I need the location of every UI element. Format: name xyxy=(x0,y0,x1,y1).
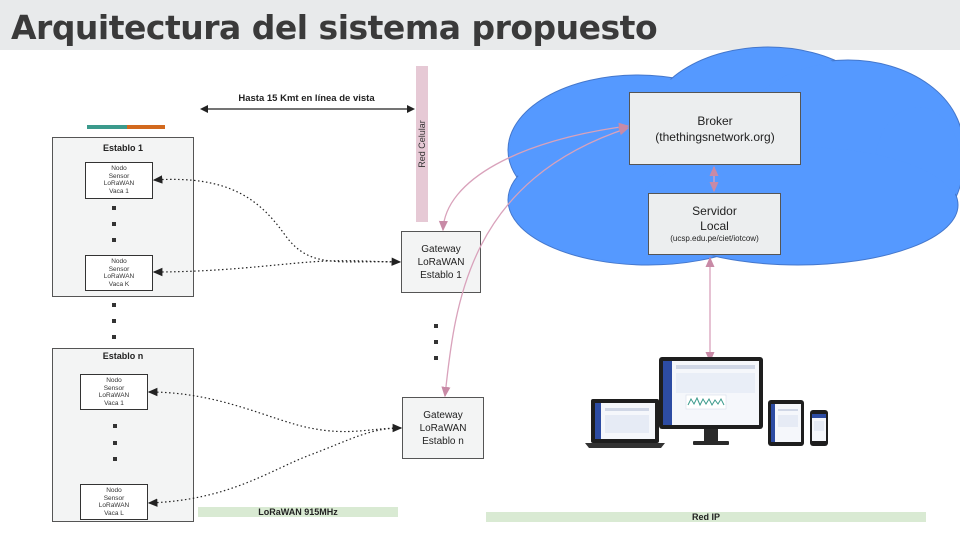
dot xyxy=(112,303,116,307)
page-title: Arquitectura del sistema propuesto xyxy=(11,8,658,47)
node-line: Nodo xyxy=(111,165,127,172)
color-bar-orange xyxy=(127,125,165,129)
node-line: Sensor xyxy=(103,384,125,392)
dot xyxy=(113,457,117,461)
title-bar xyxy=(0,0,960,50)
servidor-box[interactable]: Servidor Local (ucsp.edu.pe/ciet/iotcow) xyxy=(648,193,781,255)
node-establon-vaca1[interactable]: Nodo Sensor LoRaWAN Vaca 1 xyxy=(80,374,148,410)
gateway-line: LoRaWAN xyxy=(419,422,467,434)
gateway-line: Gateway xyxy=(423,409,463,421)
distance-arrow xyxy=(200,105,415,113)
node-line: Sensor xyxy=(103,494,125,502)
dot xyxy=(112,206,116,210)
red-celular-band xyxy=(416,66,428,222)
dot xyxy=(112,335,116,339)
red-ip-band: Red IP xyxy=(486,512,926,522)
establo-n-title: Establo n xyxy=(102,351,144,361)
dot xyxy=(113,441,117,445)
node-line: Nodo xyxy=(111,258,127,265)
broker-box[interactable]: Broker (thethingsnetwork.org) xyxy=(629,92,801,165)
gateway-line: LoRaWAN xyxy=(417,256,465,268)
laptop-icon xyxy=(585,399,665,448)
dot xyxy=(112,319,116,323)
node-establo1-vacak[interactable]: Nodo Sensor LoRaWAN Vaca K xyxy=(85,255,153,291)
tablet-icon xyxy=(768,400,804,446)
establo-1-box: Establo 1 Nodo Sensor LoRaWAN Vaca 1 Nod… xyxy=(52,137,194,297)
node-line: Sensor xyxy=(108,265,130,273)
servidor-title: Servidor xyxy=(692,204,737,218)
lorawan-band: LoRaWAN 915MHz xyxy=(198,507,398,517)
link-gwn-broker xyxy=(441,126,630,398)
phone-icon xyxy=(810,410,828,446)
node-establon-vacal[interactable]: Nodo Sensor LoRaWAN Vaca L xyxy=(80,484,148,520)
servidor-subtitle: Local xyxy=(700,219,729,233)
link-vacal-gwn xyxy=(147,427,402,507)
gateway-line: Gateway xyxy=(421,243,461,255)
node-line: Nodo xyxy=(106,487,122,494)
monitor-icon xyxy=(659,357,763,445)
node-line: Vaca L xyxy=(104,509,124,517)
node-line: LoRaWAN xyxy=(98,392,130,399)
node-line: LoRaWAN xyxy=(98,502,130,509)
dot xyxy=(112,238,116,242)
establo-n-box: Establo n Nodo Sensor LoRaWAN Vaca 1 Nod… xyxy=(52,348,194,522)
distance-label: Hasta 15 Kmt en línea de vista xyxy=(238,93,375,104)
node-line: Sensor xyxy=(108,172,130,180)
dot xyxy=(434,340,438,344)
node-line: Vaca 1 xyxy=(109,187,129,195)
servidor-url: (ucsp.edu.pe/ciet/iotcow) xyxy=(670,234,759,243)
establo-1-title: Establo 1 xyxy=(102,143,143,153)
node-line: Nodo xyxy=(106,377,122,384)
gateway-line: Establo 1 xyxy=(420,269,462,281)
broker-title: Broker xyxy=(697,113,733,128)
link-vacan1-gwn xyxy=(147,387,403,433)
dot xyxy=(112,222,116,226)
broker-url: (thethingsnetwork.org) xyxy=(655,129,775,144)
link-vaca1-gw1 xyxy=(152,175,402,266)
color-bar-teal xyxy=(87,125,127,129)
gateway-establo-n[interactable]: Gateway LoRaWAN Establo n xyxy=(402,397,484,459)
dot xyxy=(113,424,117,428)
node-line: Vaca K xyxy=(108,280,130,288)
node-establo1-vaca1[interactable]: Nodo Sensor LoRaWAN Vaca 1 xyxy=(85,162,153,199)
link-vacak-gw1 xyxy=(152,260,401,277)
gateway-line: Establo n xyxy=(422,435,464,447)
dot xyxy=(434,324,438,328)
node-line: Vaca 1 xyxy=(104,399,124,407)
node-line: LoRaWAN xyxy=(103,180,135,187)
dot xyxy=(434,356,438,360)
devices-illustration xyxy=(585,357,828,448)
node-line: LoRaWAN xyxy=(103,273,135,280)
